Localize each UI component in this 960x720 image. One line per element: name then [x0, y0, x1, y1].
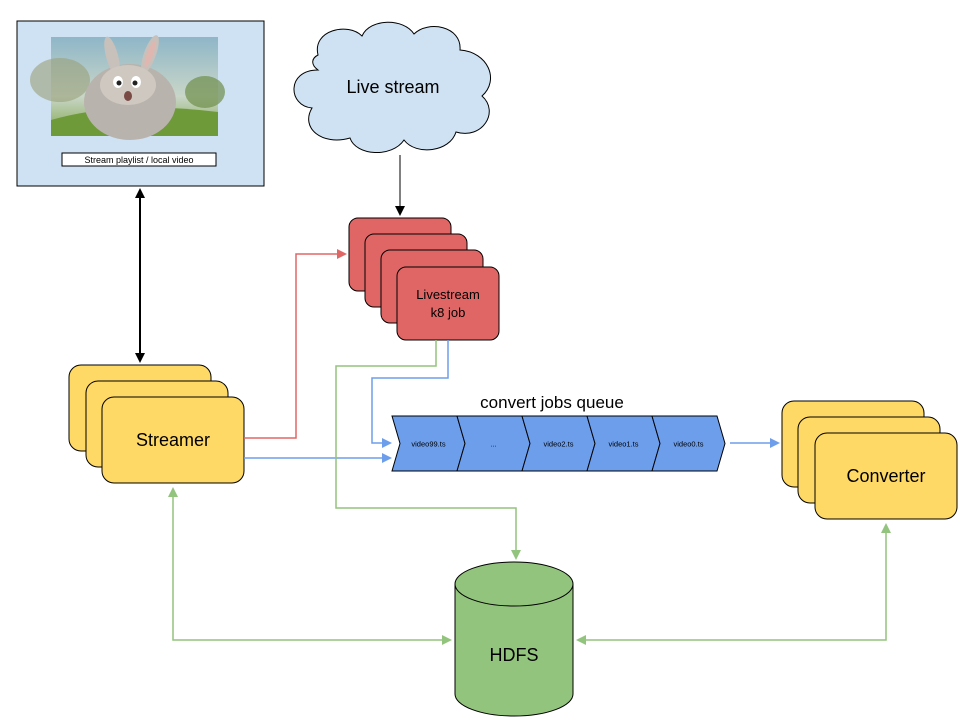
queue-item: ...	[456, 415, 531, 472]
livestream-job-box	[396, 266, 500, 341]
livestream-job-label-line1: Livestream	[416, 287, 480, 302]
queue-title: convert jobs queue	[480, 393, 624, 412]
arrow-converter-hdfs	[576, 523, 891, 645]
live-stream-cloud: Live stream	[293, 21, 491, 153]
queue-item: video1.ts	[586, 415, 661, 472]
converter-label: Converter	[846, 466, 925, 486]
arrow-streamer-job	[244, 249, 347, 439]
queue-item-label: video2.ts	[543, 440, 573, 449]
arrow-job-queue	[371, 340, 449, 448]
live-stream-label: Live stream	[346, 77, 439, 97]
hdfs-database: HDFS	[454, 561, 574, 717]
converter-stack: Converter	[781, 400, 958, 520]
queue-item: video2.ts	[521, 415, 596, 472]
queue-item-chevron	[651, 415, 726, 472]
arrow-job-hdfs	[335, 340, 521, 560]
livestream-job-stack: Livestream k8 job	[348, 217, 500, 341]
streamer-stack: Streamer	[68, 364, 245, 484]
streamer-label: Streamer	[136, 430, 210, 450]
livestream-job-label-line2: k8 job	[431, 305, 466, 320]
streamer-box	[101, 396, 245, 484]
queue-item: video0.ts	[651, 415, 726, 472]
video-thumbnail	[30, 35, 225, 140]
queue-item: video99.ts	[391, 415, 466, 472]
converter-box	[814, 432, 958, 520]
queue-item-label: video1.ts	[608, 440, 638, 449]
video-player-panel: Stream playlist / local video	[16, 20, 265, 187]
queue-item-label: video99.ts	[411, 440, 445, 449]
player-caption: Stream playlist / local video	[84, 155, 193, 165]
hdfs-label: HDFS	[490, 645, 539, 665]
arrow-streamer-hdfs	[168, 487, 452, 645]
convert-jobs-queue: convert jobs queue video99.ts... video2.t…	[391, 393, 726, 472]
queue-item-label: ...	[490, 440, 496, 449]
queue-item-label: video0.ts	[673, 440, 703, 449]
